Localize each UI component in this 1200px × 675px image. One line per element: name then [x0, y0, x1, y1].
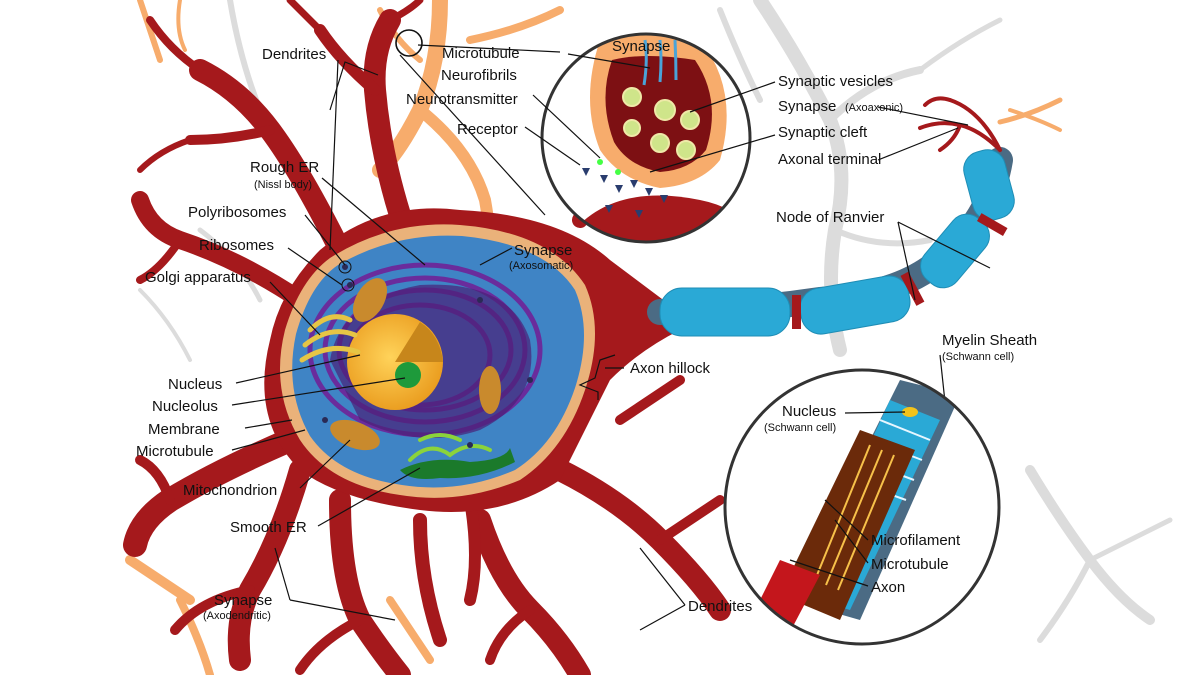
- ribosomes: [322, 264, 533, 448]
- label-receptor: Receptor: [457, 121, 518, 138]
- label-nucleus: Nucleus: [168, 376, 222, 393]
- label-neurofibrils: Neurofibrils: [441, 67, 517, 84]
- label-smooth-er: Smooth ER: [230, 519, 307, 536]
- label-microfilament: Microfilament: [871, 532, 961, 549]
- nucleolus: [395, 362, 421, 388]
- label-microtubule-left: Microtubule: [136, 443, 214, 460]
- label-rough-er-sub: (Nissl body): [254, 179, 312, 191]
- label-mitochondrion: Mitochondrion: [183, 482, 277, 499]
- smooth-er-body: [400, 448, 515, 479]
- label-synapse-inset-title: Synapse: [612, 38, 670, 55]
- label-synapse-axosomatic-sub: (Axosomatic): [509, 260, 573, 272]
- label-synaptic-cleft: Synaptic cleft: [778, 124, 868, 141]
- label-axonal-terminal: Axonal terminal: [778, 151, 881, 168]
- labels: Dendrites Rough ER (Nissl body) Polyribo…: [136, 38, 1037, 622]
- leader-lines: [231, 53, 991, 631]
- nucleus-cutaway: [395, 322, 443, 362]
- label-synaptic-vesicles: Synaptic vesicles: [778, 73, 893, 90]
- label-axon: Axon: [871, 579, 905, 596]
- neuron-dendrites: [123, 0, 731, 675]
- axon-terminal: [918, 96, 1002, 152]
- axon-inset: [723, 354, 1001, 646]
- label-synapse-axoaxonic: Synapse: [778, 98, 836, 115]
- label-nucleolus: Nucleolus: [152, 398, 218, 415]
- golgi-apparatus: [299, 314, 361, 363]
- label-microtubule-axon: Microtubule: [871, 556, 949, 573]
- label-dendrites-top: Dendrites: [262, 46, 326, 63]
- label-membrane: Membrane: [148, 421, 220, 438]
- label-microtubule-top: Microtubule: [442, 45, 520, 62]
- label-synapse-axodendritic-sub: (Axodendritic): [203, 610, 271, 622]
- synapse-inset: [395, 29, 752, 244]
- label-axon-hillock: Axon hillock: [630, 360, 711, 377]
- label-myelin-sheath: Myelin Sheath: [942, 332, 1037, 349]
- label-synapse-axodendritic: Synapse: [214, 592, 272, 609]
- axon-hillock-bracket: [578, 354, 616, 400]
- label-node-of-ranvier: Node of Ranvier: [776, 209, 884, 226]
- label-synapse-axosomatic: Synapse: [514, 242, 572, 259]
- label-ribosomes: Ribosomes: [199, 237, 274, 254]
- label-nucleus-schwann-sub: (Schwann cell): [764, 422, 836, 434]
- label-polyribosomes: Polyribosomes: [188, 204, 286, 221]
- label-nucleus-schwann: Nucleus: [782, 403, 836, 420]
- label-myelin-sheath-sub: (Schwann cell): [942, 351, 1014, 363]
- label-neurotransmitter: Neurotransmitter: [406, 91, 518, 108]
- label-dendrites-bottom: Dendrites: [688, 598, 752, 615]
- label-rough-er: Rough ER: [250, 159, 319, 176]
- label-golgi: Golgi apparatus: [145, 269, 251, 286]
- mitochondria: [330, 278, 501, 451]
- label-synapse-axoaxonic-sub: (Axoaxonic): [845, 102, 903, 114]
- smooth-er: [408, 433, 492, 462]
